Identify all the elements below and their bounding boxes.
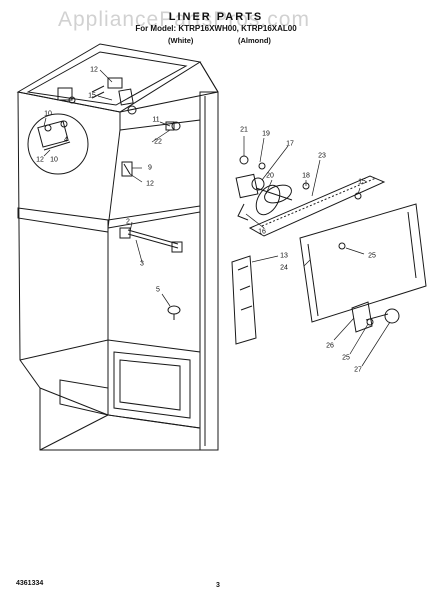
callout-27: 27 bbox=[354, 366, 362, 374]
callout-11: 11 bbox=[152, 116, 160, 124]
callout-18: 18 bbox=[302, 172, 310, 180]
rod-2 bbox=[119, 227, 183, 253]
callout-5: 5 bbox=[156, 286, 160, 294]
diagram-title: LINER PARTS bbox=[168, 11, 264, 23]
callout-15-top: 15 bbox=[88, 92, 96, 100]
callout-23: 23 bbox=[318, 152, 326, 160]
freezer-top-parts bbox=[57, 77, 137, 115]
drain-5 bbox=[167, 305, 181, 320]
callout-12-circle: 12 bbox=[36, 156, 44, 164]
leader-lines bbox=[43, 69, 391, 367]
callout-25-knob: 25 bbox=[342, 354, 350, 362]
callout-26: 26 bbox=[326, 342, 334, 350]
footer-page-number: 3 bbox=[216, 582, 220, 589]
callout-25-panel: 25 bbox=[368, 252, 376, 260]
liner-box bbox=[16, 43, 219, 451]
callout-13: 13 bbox=[280, 252, 288, 260]
callout-12-mid: 12 bbox=[146, 180, 154, 188]
callout-2: 2 bbox=[126, 218, 130, 226]
model-line: For Model: KTRP16XWH00, KTRP16XAL00 bbox=[135, 24, 297, 33]
footer-part-number: 4361334 bbox=[16, 580, 44, 587]
callout-16: 16 bbox=[258, 228, 266, 236]
watermark: AppliancePartsPros.com bbox=[58, 8, 310, 31]
callout-17: 17 bbox=[286, 140, 294, 148]
color-almond: (Almond) bbox=[238, 36, 271, 45]
callout-15-right: 15 bbox=[358, 178, 366, 186]
evaporator-cover-23 bbox=[248, 175, 386, 237]
callout-4: 4 bbox=[64, 136, 68, 144]
callout-10-circle: 10 bbox=[50, 156, 58, 164]
bracket-9 bbox=[121, 161, 133, 177]
control-knob-assembly bbox=[351, 301, 400, 333]
callout-9: 9 bbox=[148, 164, 152, 172]
duct-13 bbox=[231, 255, 257, 345]
freezer-part-sketch bbox=[37, 120, 71, 151]
color-white: (White) bbox=[168, 36, 194, 45]
rear-panel-24 bbox=[299, 203, 427, 323]
callout-19: 19 bbox=[262, 130, 270, 138]
callout-20: 20 bbox=[266, 172, 274, 180]
callout-24: 24 bbox=[280, 264, 288, 272]
callout-10-top: 10 bbox=[44, 110, 52, 118]
freezer-detail-circle bbox=[27, 113, 89, 175]
callout-12-top: 12 bbox=[90, 66, 98, 74]
callout-22: 22 bbox=[154, 138, 162, 146]
callout-3: 3 bbox=[140, 260, 144, 268]
fan-motor-assembly bbox=[235, 155, 293, 221]
callout-21: 21 bbox=[240, 126, 248, 134]
